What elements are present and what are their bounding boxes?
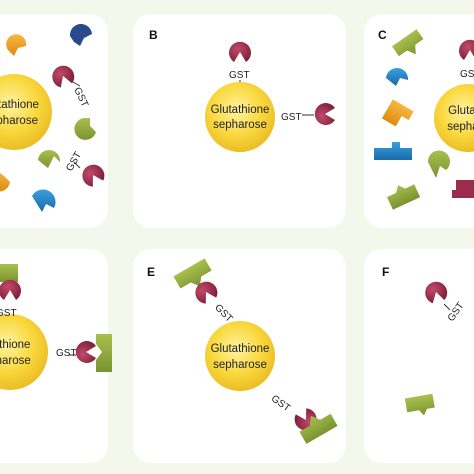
glutathione-bead [205, 82, 275, 152]
gst-protein [459, 39, 474, 60]
green-protein-2 [299, 413, 338, 444]
orange-protein [6, 34, 27, 56]
panel-c-contents: Glutathi sepharo GST [374, 29, 474, 210]
green-protein-2 [387, 184, 421, 210]
green-protein-small [427, 150, 450, 178]
green-protein [404, 393, 435, 416]
glutathione-bead [0, 74, 52, 150]
maroon-block-protein [452, 180, 474, 198]
bead-label-line2: sepharose [213, 359, 267, 371]
green-protein [173, 258, 212, 289]
bead-label-line1: Glutathione [211, 104, 270, 116]
gst-label: GST [460, 69, 474, 80]
panel-e-contents: Glutathione sepharose GST GST [173, 258, 338, 444]
panel-b-label: B [149, 28, 158, 42]
blue-protein [32, 189, 56, 212]
gst-protein [0, 279, 22, 300]
bead-label-line2: epharose [0, 115, 38, 127]
blue-protein [386, 67, 409, 86]
gst-protein [422, 279, 450, 305]
gst-label-2: GST [64, 150, 84, 173]
gst-protein [229, 41, 251, 62]
navy-protein [69, 23, 92, 46]
panel-a-contents: lutathione epharose GST GST [0, 23, 108, 212]
bead-label-line1: lutathione [0, 99, 39, 111]
gst-protein-2 [314, 103, 335, 125]
blue-block-protein [374, 142, 412, 160]
gst-label-2: GST [56, 348, 77, 359]
gst-label: GST [212, 302, 234, 324]
panel-f: F [364, 249, 474, 463]
gst-label: GST [229, 70, 250, 81]
panel-b-contents: Glutathione sepharose GST GST [205, 41, 335, 152]
gst-label: GST [446, 301, 467, 324]
panel-f-contents: GST [404, 279, 467, 416]
glutathione-bead [0, 314, 48, 390]
bead-label-line2: sepharose [213, 119, 267, 131]
gst-label-2: GST [281, 112, 302, 123]
gst-label-2: GST [269, 393, 292, 414]
glutathione-bead [205, 321, 275, 391]
bead-label-line2: pharose [0, 355, 31, 367]
gst-protein-2 [78, 160, 108, 190]
green-protein-small [38, 149, 61, 168]
panel-e-label: E [147, 265, 156, 279]
gst-protein-2 [75, 341, 96, 363]
glutathione-bead [434, 84, 474, 152]
orange-protein [381, 99, 414, 127]
green-protein-2 [96, 334, 112, 372]
bead-label-line2: sepharo [447, 121, 474, 133]
bead-label-line1: tathione [0, 339, 30, 351]
green-protein [0, 264, 18, 282]
orange-protein-2 [0, 173, 10, 192]
bead-label-line1: Glutathi [448, 105, 474, 117]
panel-d-contents: tathione pharose GST GST [0, 264, 112, 390]
gst-label: GST [71, 86, 90, 109]
green-protein [74, 118, 96, 140]
panel-f-label: F [382, 265, 390, 279]
bead-label-line1: Glutathione [211, 343, 270, 355]
panel-c-label: C [378, 28, 387, 42]
gst-label: GST [0, 308, 17, 319]
green-protein [391, 29, 424, 57]
gst-protein [49, 62, 77, 90]
